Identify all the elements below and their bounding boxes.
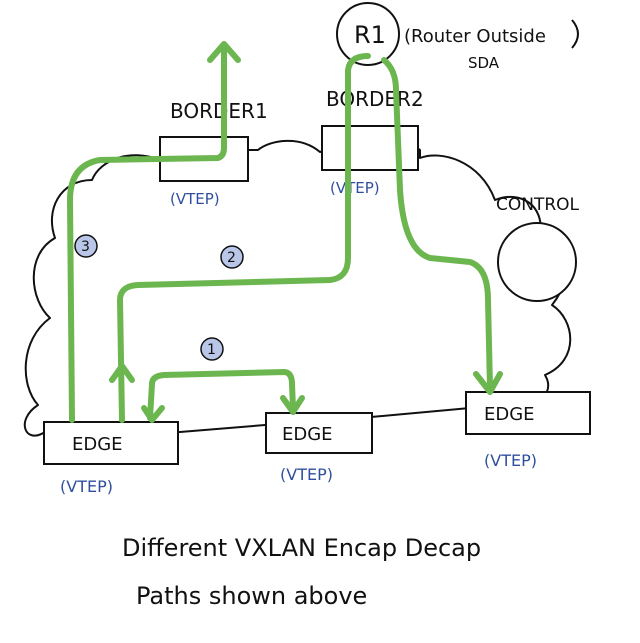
edge-right-label: EDGE bbox=[484, 404, 535, 425]
path-3-line bbox=[67, 45, 227, 423]
border1-label: BORDER1 bbox=[170, 99, 268, 123]
caption-line-2: Paths shown above bbox=[136, 582, 367, 610]
control-label: CONTROL bbox=[496, 195, 580, 215]
edge-right-vtep-tag: (VTEP) bbox=[484, 451, 537, 470]
path-1-line bbox=[147, 369, 296, 421]
path-1-badge bbox=[200, 337, 224, 361]
path-2-arrowhead bbox=[109, 363, 135, 383]
edge-left-label: EDGE bbox=[72, 434, 123, 455]
path-3-arrowhead bbox=[207, 41, 241, 63]
path-1-number: 1 bbox=[207, 342, 216, 358]
caption-line-1: Different VXLAN Encap Decap bbox=[122, 534, 481, 562]
path-1-arrowhead-mid bbox=[280, 395, 305, 415]
border1-vtep-tag: (VTEP) bbox=[170, 190, 220, 208]
edge-mid-label: EDGE bbox=[282, 424, 333, 445]
path-2-badge bbox=[220, 245, 244, 269]
path-r1-down-line bbox=[381, 57, 493, 391]
edge-mid-vtep-tag: (VTEP) bbox=[280, 465, 333, 484]
edge-right-box bbox=[465, 391, 591, 435]
path-2-number: 2 bbox=[227, 250, 236, 266]
path-r1-down-arrowhead bbox=[473, 371, 503, 395]
router-r1-circle bbox=[336, 2, 400, 66]
router-outside-note: (Router Outside bbox=[404, 26, 546, 47]
border2-box bbox=[321, 125, 419, 171]
border2-label: BORDER2 bbox=[326, 87, 424, 111]
edge-left-vtep-tag: (VTEP) bbox=[60, 477, 113, 496]
router-r1-label: R1 bbox=[354, 21, 386, 49]
router-note-close-paren bbox=[571, 19, 579, 49]
border2-vtep-tag: (VTEP) bbox=[330, 179, 380, 197]
edge-left-box bbox=[43, 421, 179, 465]
edge-mid-box bbox=[265, 412, 373, 454]
router-sda-note: SDA bbox=[468, 54, 500, 72]
path-3-number: 3 bbox=[81, 239, 90, 255]
control-node bbox=[497, 222, 577, 302]
path-3-badge bbox=[74, 234, 98, 258]
path-1-arrowhead-left bbox=[141, 405, 165, 423]
path-2-line bbox=[117, 53, 371, 423]
